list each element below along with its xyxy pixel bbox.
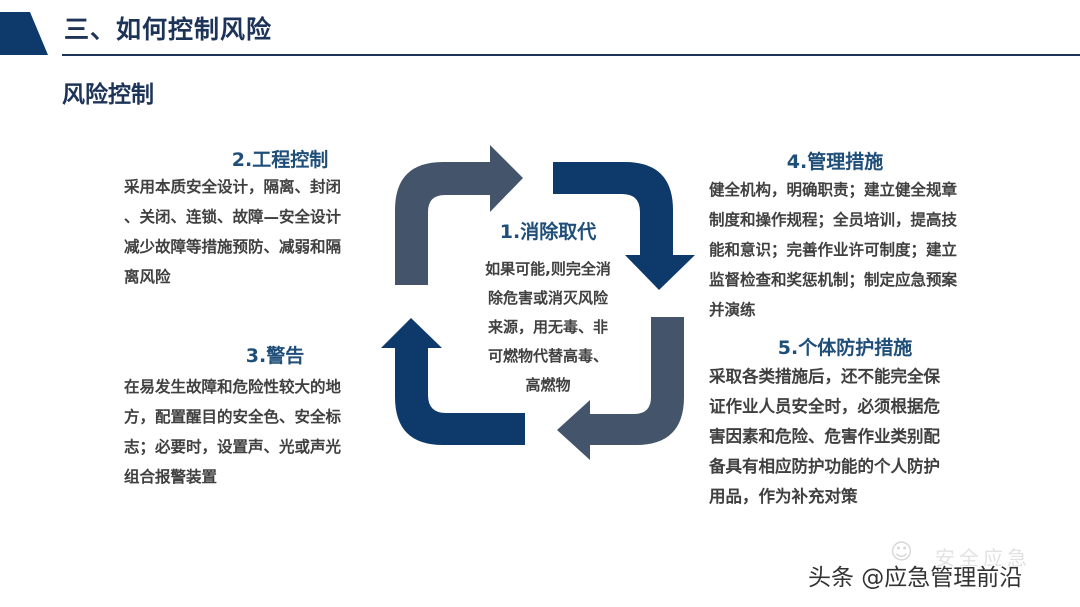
body-line: 并演练: [709, 301, 756, 319]
arrow-top-right: [553, 162, 695, 290]
body-line: 害因素和危险、危害作业类别配: [709, 427, 940, 446]
engineering-control-body: 采用本质安全设计，隔离、封闭 、关闭、连锁、故障—安全设计 减少故障等措施预防、…: [124, 172, 394, 292]
center-line: 来源，用无毒、非: [487, 318, 608, 336]
section-subtitle: 风险控制: [62, 82, 154, 108]
body-line: 证作业人员安全时，必须根据危: [709, 397, 940, 416]
arrow-top-left: [395, 145, 523, 285]
watermark-attribution: 头条 @应急管理前沿: [808, 565, 1023, 591]
ppe-title: 5.个体防护措施: [777, 337, 913, 359]
body-line: 离风险: [124, 268, 171, 286]
center-body: 如果可能,则完全消 除危害或消灭风险 来源，用无毒、非 可燃物代替高毒、 高燃物: [468, 255, 628, 400]
body-line: 采用本质安全设计，隔离、封闭: [124, 178, 342, 196]
management-title: 4.管理措施: [786, 151, 884, 173]
body-line: 能和意识；完善作业许可制度；建立: [709, 241, 958, 259]
warning-title: 3.警告: [245, 345, 305, 367]
arrow-bottom-left: [381, 318, 525, 445]
body-line: 制度和操作规程；全员培训，提高技: [709, 211, 958, 229]
body-line: 用品，作为补充对策: [709, 487, 858, 506]
body-line: 备具有相应防护功能的个人防护: [709, 457, 940, 476]
page-title: 三、如何控制风险: [64, 15, 273, 44]
body-line: 、关闭、连锁、故障—安全设计: [124, 208, 342, 226]
body-line: 健全机构，明确职责；建立健全规章: [709, 181, 958, 199]
body-line: 组合报警装置: [124, 468, 218, 486]
center-line: 如果可能,则完全消: [485, 260, 611, 278]
body-line: 监督检查和奖惩机制；制定应急预案: [709, 271, 958, 289]
center-line: 可燃物代替高毒、: [487, 347, 608, 365]
warning-body: 在易发生故障和危险性较大的地 方，配置醒目的安全色、安全标 志；必要时，设置声、…: [124, 372, 394, 492]
body-line: 志；必要时，设置声、光或声光: [124, 438, 342, 456]
body-line: 减少故障等措施预防、减弱和隔: [124, 238, 342, 256]
engineering-control-title: 2.工程控制: [231, 149, 329, 171]
watermark-brand: 安全应急: [935, 546, 1031, 570]
center-title: 1.消除取代: [499, 221, 597, 243]
header-divider: [62, 54, 1080, 56]
arrow-bottom-right: [557, 317, 684, 460]
header-accent-shape: [0, 12, 48, 55]
wechat-icon: ☺: [890, 540, 913, 565]
management-body: 健全机构，明确职责；建立健全规章 制度和操作规程；全员培训，提高技 能和意识；完…: [709, 175, 1009, 325]
body-line: 在易发生故障和危险性较大的地: [124, 378, 342, 396]
center-line: 高燃物: [525, 376, 571, 394]
body-line: 采取各类措施后，还不能完全保: [709, 367, 940, 386]
center-line: 除危害或消灭风险: [487, 289, 608, 307]
body-line: 方，配置醒目的安全色、安全标: [124, 408, 342, 426]
ppe-body: 采取各类措施后，还不能完全保 证作业人员安全时，必须根据危 害因素和危险、危害作…: [709, 362, 1009, 512]
